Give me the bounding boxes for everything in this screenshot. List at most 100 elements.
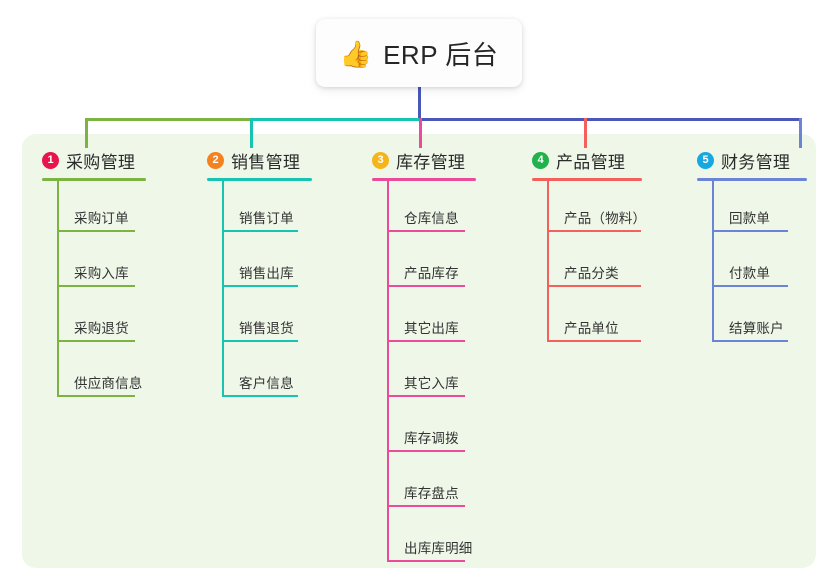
leaf-item-label: 产品单位 [564, 321, 619, 336]
branch-drop-3 [419, 118, 422, 148]
leaf-item[interactable]: 库存盘点 [372, 456, 476, 511]
leaf-item-rule [387, 395, 465, 397]
leaf-item-label: 其它入库 [404, 376, 459, 391]
branch-drop-5 [799, 118, 802, 148]
leaf-item[interactable]: 销售订单 [207, 181, 312, 236]
leaf-item[interactable]: 回款单 [697, 181, 807, 236]
bus-segment-2 [250, 118, 420, 121]
branch-badge-3: 3 [372, 151, 389, 169]
branch-label-2: 销售管理 [231, 152, 301, 172]
leaf-item-label: 采购入库 [74, 266, 129, 281]
branch-items-3: 仓库信息产品库存其它出库其它入库库存调拨库存盘点出库库明细 [372, 181, 476, 566]
leaf-item-label: 其它出库 [404, 321, 459, 336]
leaf-item-rule [387, 340, 465, 342]
root-node[interactable]: 👍 ERP 后台 [316, 19, 522, 87]
root-stem-line [418, 87, 421, 119]
root-node-title: ERP 后台 [383, 39, 499, 70]
branch-label-1: 采购管理 [66, 152, 136, 172]
leaf-item-rule [387, 285, 465, 287]
branch-items-2: 销售订单销售出库销售退货客户信息 [207, 181, 312, 401]
leaf-item-rule [547, 340, 641, 342]
leaf-item-rule [222, 285, 298, 287]
branch-drop-2 [250, 118, 253, 148]
leaf-item-rule [547, 230, 641, 232]
branch-badge-4: 4 [532, 151, 549, 169]
branch-rule-1 [42, 178, 146, 181]
leaf-item[interactable]: 采购入库 [42, 236, 146, 291]
leaf-item[interactable]: 销售退货 [207, 291, 312, 346]
leaf-item[interactable]: 供应商信息 [42, 346, 146, 401]
leaf-item-rule [712, 230, 788, 232]
diagram-background-panel [22, 134, 816, 568]
leaf-item-rule [387, 560, 465, 562]
leaf-item-rule [387, 505, 465, 507]
leaf-item-label: 销售退货 [239, 321, 294, 336]
branch-label-3: 库存管理 [396, 152, 466, 172]
branch-spine-2 [222, 181, 224, 397]
leaf-item-rule [547, 285, 641, 287]
leaf-item[interactable]: 仓库信息 [372, 181, 476, 236]
leaf-item-label: 销售出库 [239, 266, 294, 281]
leaf-item-rule [712, 285, 788, 287]
branch-rule-2 [207, 178, 312, 181]
leaf-item-rule [387, 450, 465, 452]
leaf-item[interactable]: 采购订单 [42, 181, 146, 236]
leaf-item[interactable]: 其它入库 [372, 346, 476, 401]
bus-segment-1 [85, 118, 251, 121]
leaf-item-label: 库存调拨 [404, 431, 459, 446]
branch-badge-2: 2 [207, 151, 224, 169]
leaf-item-label: 库存盘点 [404, 486, 459, 501]
bus-segment-3 [419, 118, 801, 121]
leaf-item-label: 产品（物料） [564, 211, 647, 226]
leaf-item[interactable]: 结算账户 [697, 291, 807, 346]
leaf-item-label: 付款单 [729, 266, 771, 281]
leaf-item-label: 产品库存 [404, 266, 459, 281]
branch-rule-4 [532, 178, 642, 181]
leaf-item[interactable]: 销售出库 [207, 236, 312, 291]
branch-header-1[interactable]: 1 采购管理 [42, 147, 146, 173]
leaf-item-label: 采购退货 [74, 321, 129, 336]
leaf-item-label: 结算账户 [729, 321, 784, 336]
leaf-item-label: 回款单 [729, 211, 771, 226]
branch-spine-4 [547, 181, 549, 342]
leaf-item[interactable]: 付款单 [697, 236, 807, 291]
branch-badge-1: 1 [42, 151, 59, 169]
branch-header-3[interactable]: 3 库存管理 [372, 147, 476, 173]
leaf-item-rule [387, 230, 465, 232]
leaf-item-rule [57, 230, 135, 232]
leaf-item-label: 采购订单 [74, 211, 129, 226]
branch-spine-3 [387, 181, 389, 562]
branch-drop-1 [85, 118, 88, 148]
leaf-item[interactable]: 产品（物料） [532, 181, 646, 236]
leaf-item-rule [222, 340, 298, 342]
leaf-item[interactable]: 其它出库 [372, 291, 476, 346]
leaf-item-label: 供应商信息 [74, 376, 143, 391]
branch-spine-1 [57, 181, 59, 397]
thumbs-up-icon: 👍 [339, 39, 373, 69]
leaf-item[interactable]: 产品库存 [372, 236, 476, 291]
branch-drop-4 [584, 118, 587, 148]
leaf-item-rule [57, 285, 135, 287]
branch-items-5: 回款单付款单结算账户 [697, 181, 807, 346]
leaf-item-label: 出库库明细 [404, 541, 473, 556]
leaf-item[interactable]: 出库库明细 [372, 511, 476, 566]
branch-header-2[interactable]: 2 销售管理 [207, 147, 312, 173]
leaf-item[interactable]: 客户信息 [207, 346, 312, 401]
leaf-item-label: 仓库信息 [404, 211, 459, 226]
leaf-item-label: 销售订单 [239, 211, 294, 226]
branch-column-1: 1 采购管理采购订单采购入库采购退货供应商信息 [42, 147, 146, 401]
leaf-item[interactable]: 采购退货 [42, 291, 146, 346]
leaf-item[interactable]: 产品单位 [532, 291, 642, 346]
branch-label-5: 财务管理 [721, 152, 791, 172]
leaf-item[interactable]: 库存调拨 [372, 401, 476, 456]
leaf-item-rule [222, 395, 298, 397]
leaf-item-label: 客户信息 [239, 376, 294, 391]
branch-items-1: 采购订单采购入库采购退货供应商信息 [42, 181, 146, 401]
branch-column-3: 3 库存管理仓库信息产品库存其它出库其它入库库存调拨库存盘点出库库明细 [372, 147, 476, 566]
leaf-item[interactable]: 产品分类 [532, 236, 642, 291]
